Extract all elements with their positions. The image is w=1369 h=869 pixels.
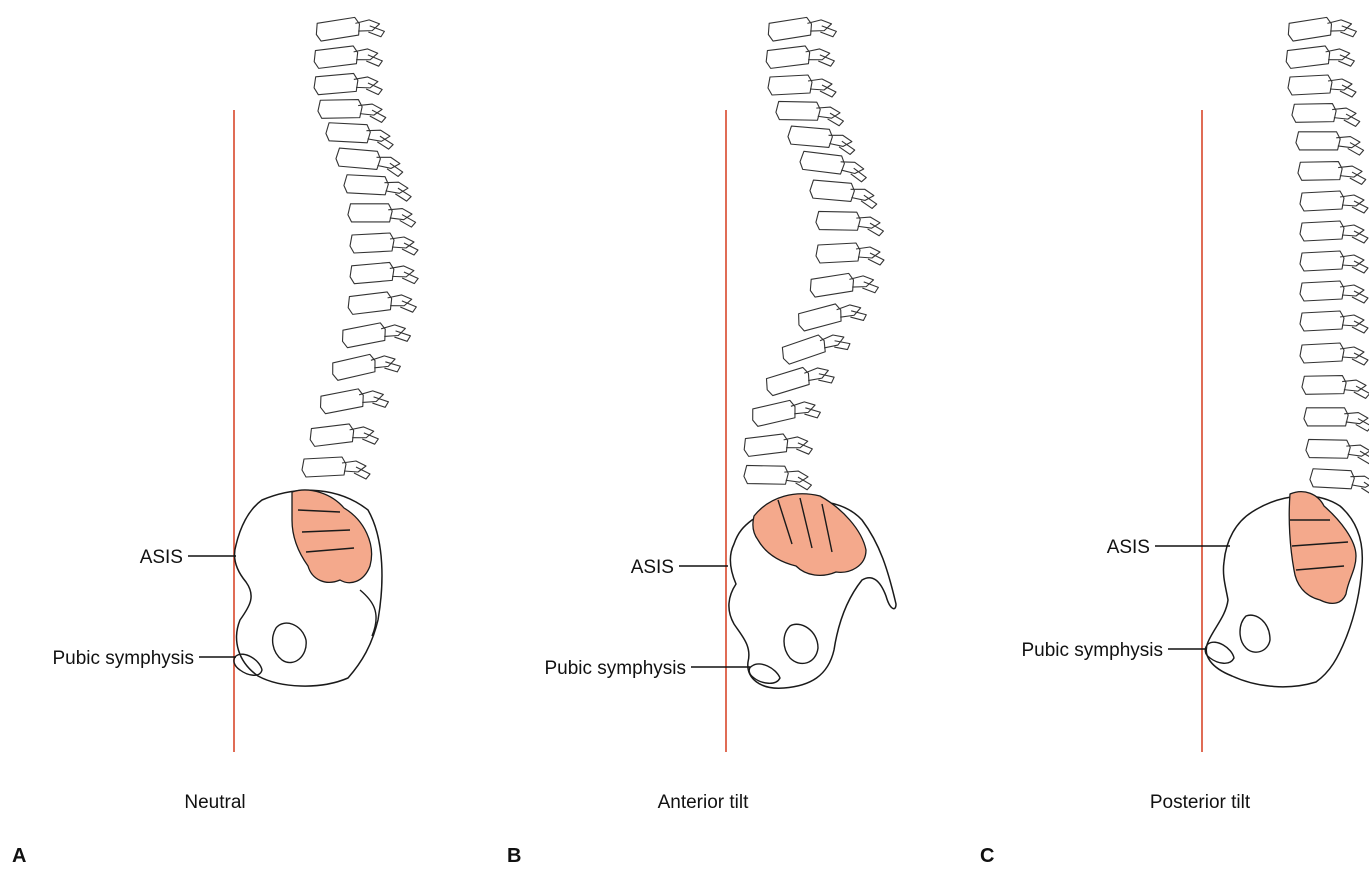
spine-c (1285, 14, 1369, 495)
asis-label-c: ASIS (1107, 537, 1150, 558)
pubic-label-b: Pubic symphysis (545, 658, 687, 679)
pubic-label-a: Pubic symphysis (53, 648, 195, 669)
spine-a (302, 14, 418, 479)
caption-c: Posterior tilt (1150, 792, 1251, 813)
panel-letter-c: C (980, 845, 994, 867)
pubic-label-c: Pubic symphysis (1022, 640, 1164, 661)
panel-a-neutral: ASIS Pubic symphysis Neutral A (12, 14, 418, 867)
caption-b: Anterior tilt (658, 792, 750, 813)
panel-b-anterior-tilt: ASIS Pubic symphysis Anterior tilt B (507, 14, 896, 867)
caption-a: Neutral (184, 792, 245, 813)
panel-letter-b: B (507, 845, 521, 867)
sacrum-c (1289, 492, 1356, 604)
spine-b (743, 14, 884, 490)
panel-c-posterior-tilt: ASIS Pubic symphysis Posterior tilt C (980, 14, 1369, 867)
panel-letter-a: A (12, 845, 26, 867)
asis-label-b: ASIS (631, 557, 674, 578)
asis-label-a: ASIS (140, 547, 183, 568)
